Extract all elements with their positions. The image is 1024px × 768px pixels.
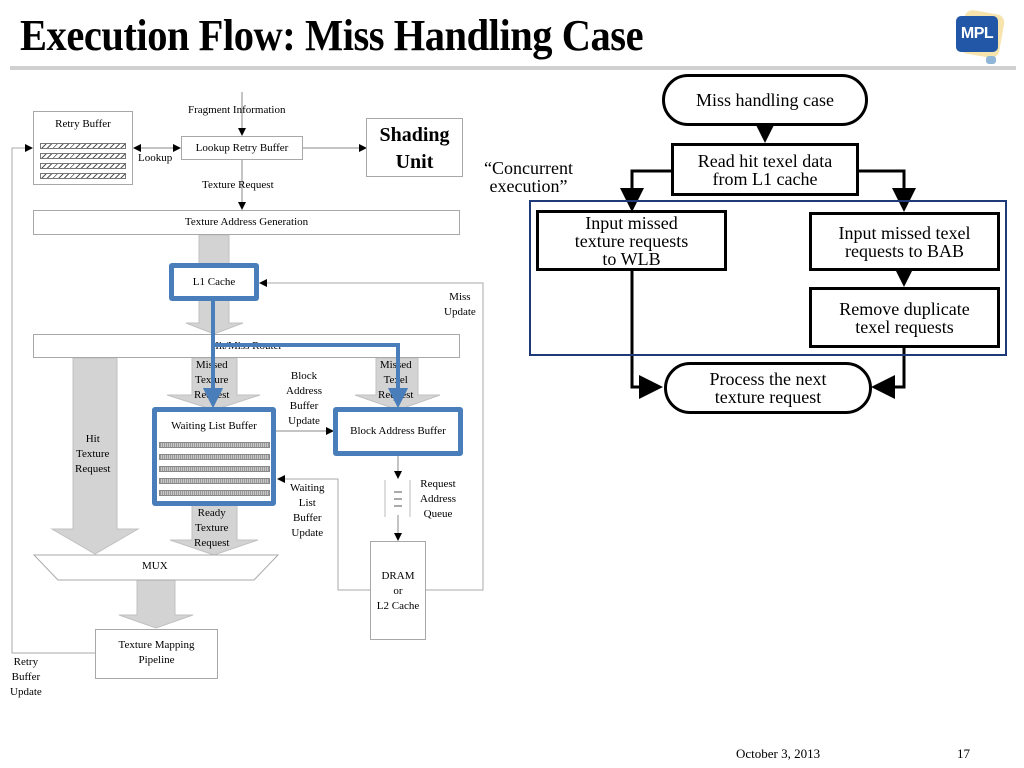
- fc-read-to-bab: [858, 169, 916, 212]
- texture-mapping-pipeline: Texture Mapping Pipeline: [95, 629, 218, 679]
- block-address-buffer: Block Address Buffer: [333, 407, 463, 456]
- wlb-slot: [159, 478, 270, 484]
- slide-number: 17: [957, 746, 970, 761]
- concurrent-execution-label: “Concurrent execution”: [484, 158, 573, 196]
- retry-buffer-update-label: Retry Buffer Update: [10, 656, 42, 698]
- fc-miss-handling-case: Miss handling case: [662, 74, 868, 126]
- shading-unit-line1: Shading: [379, 124, 450, 146]
- fc-read-hit-texel: Read hit texel data from L1 cache: [671, 143, 859, 196]
- slide-title: Execution Flow: Miss Handling Case: [20, 11, 644, 60]
- fc-input-to-bab: Input missed texel requests to BAB: [809, 212, 1000, 271]
- hit-miss-router-label: Hit/Miss Router: [210, 340, 283, 352]
- lookup-label: Lookup: [138, 152, 173, 164]
- texture-address-generation: Texture Address Generation: [33, 210, 460, 235]
- miss-update-line1: Miss: [449, 291, 471, 303]
- l1-cache: L1 Cache: [169, 263, 259, 301]
- logo-text: MPL: [956, 16, 998, 52]
- mpl-logo: MPL: [956, 8, 1006, 64]
- wlb-update-label: Waiting List Buffer Update: [290, 482, 325, 539]
- retry-buffer-slot: [40, 153, 126, 159]
- mux-label: MUX: [142, 560, 168, 572]
- texture-request-label: Texture Request: [202, 179, 274, 191]
- wlb-slot: [159, 466, 270, 472]
- texture-address-generation-label: Texture Address Generation: [184, 216, 309, 228]
- missed-texel-request-label: Missed Texel Request: [378, 359, 414, 401]
- waiting-list-buffer-label: Waiting List Buffer: [171, 420, 257, 432]
- hit-arrow: [50, 357, 140, 555]
- title-divider: [10, 66, 1016, 70]
- retry-buffer-slot: [40, 173, 126, 179]
- retry-buffer-slot: [40, 143, 126, 149]
- hit-texture-request-label: Hit Texture Request: [75, 433, 111, 475]
- request-address-queue-label: Request Address Queue: [420, 478, 457, 520]
- shading-unit-line2: Unit: [395, 151, 434, 173]
- ready-arrow: [169, 504, 259, 556]
- dram-l2-cache: DRAM or L2 Cache: [370, 541, 426, 640]
- mux-shape: [32, 554, 280, 581]
- lookup-retry-buffer-label: Lookup Retry Buffer: [195, 142, 289, 154]
- fc-input-to-wlb: Input missed texture requests to WLB: [536, 210, 727, 271]
- mux-to-pipeline-arrow: [118, 579, 194, 629]
- fc-remove-duplicate: Remove duplicate texel requests: [809, 287, 1000, 348]
- bab-update-label: Block Address Buffer Update: [286, 370, 323, 427]
- l1-cache-label: L1 Cache: [192, 276, 236, 288]
- retry-buffer-label: Retry Buffer: [55, 118, 111, 130]
- fc-process-next: Process the next texture request: [664, 362, 872, 414]
- fc-read-to-wlb: [620, 169, 672, 212]
- wlb-slot: [159, 454, 270, 460]
- wlb-slot: [159, 442, 270, 448]
- wlb-slot: [159, 490, 270, 496]
- logo-dot: [986, 56, 996, 64]
- hit-miss-router: Hit/Miss Router: [33, 334, 460, 358]
- tag-to-l1-arrow: [198, 234, 230, 266]
- miss-update-line: [259, 279, 484, 591]
- block-address-buffer-label: Block Address Buffer: [350, 425, 446, 437]
- lookup-retry-buffer: Lookup Retry Buffer: [181, 136, 303, 160]
- slide-date: October 3, 2013: [736, 746, 821, 761]
- missed-texture-request-label: Missed Texture Request: [194, 359, 230, 401]
- shading-unit: Shading Unit: [366, 118, 463, 177]
- ready-texture-request-label: Ready Texture Request: [194, 507, 230, 549]
- fc-wlb-to-end: [630, 270, 663, 399]
- fragment-information-label: Fragment Information: [188, 104, 286, 116]
- retry-update-line: [11, 144, 95, 654]
- miss-update-line2: Update: [444, 306, 476, 318]
- retry-buffer-slot: [40, 163, 126, 169]
- concurrent-execution-box: [529, 200, 1007, 356]
- wlb-update-line: [277, 475, 370, 591]
- miss-update-label: Miss Update: [444, 290, 476, 320]
- fc-remove-to-end: [871, 348, 906, 399]
